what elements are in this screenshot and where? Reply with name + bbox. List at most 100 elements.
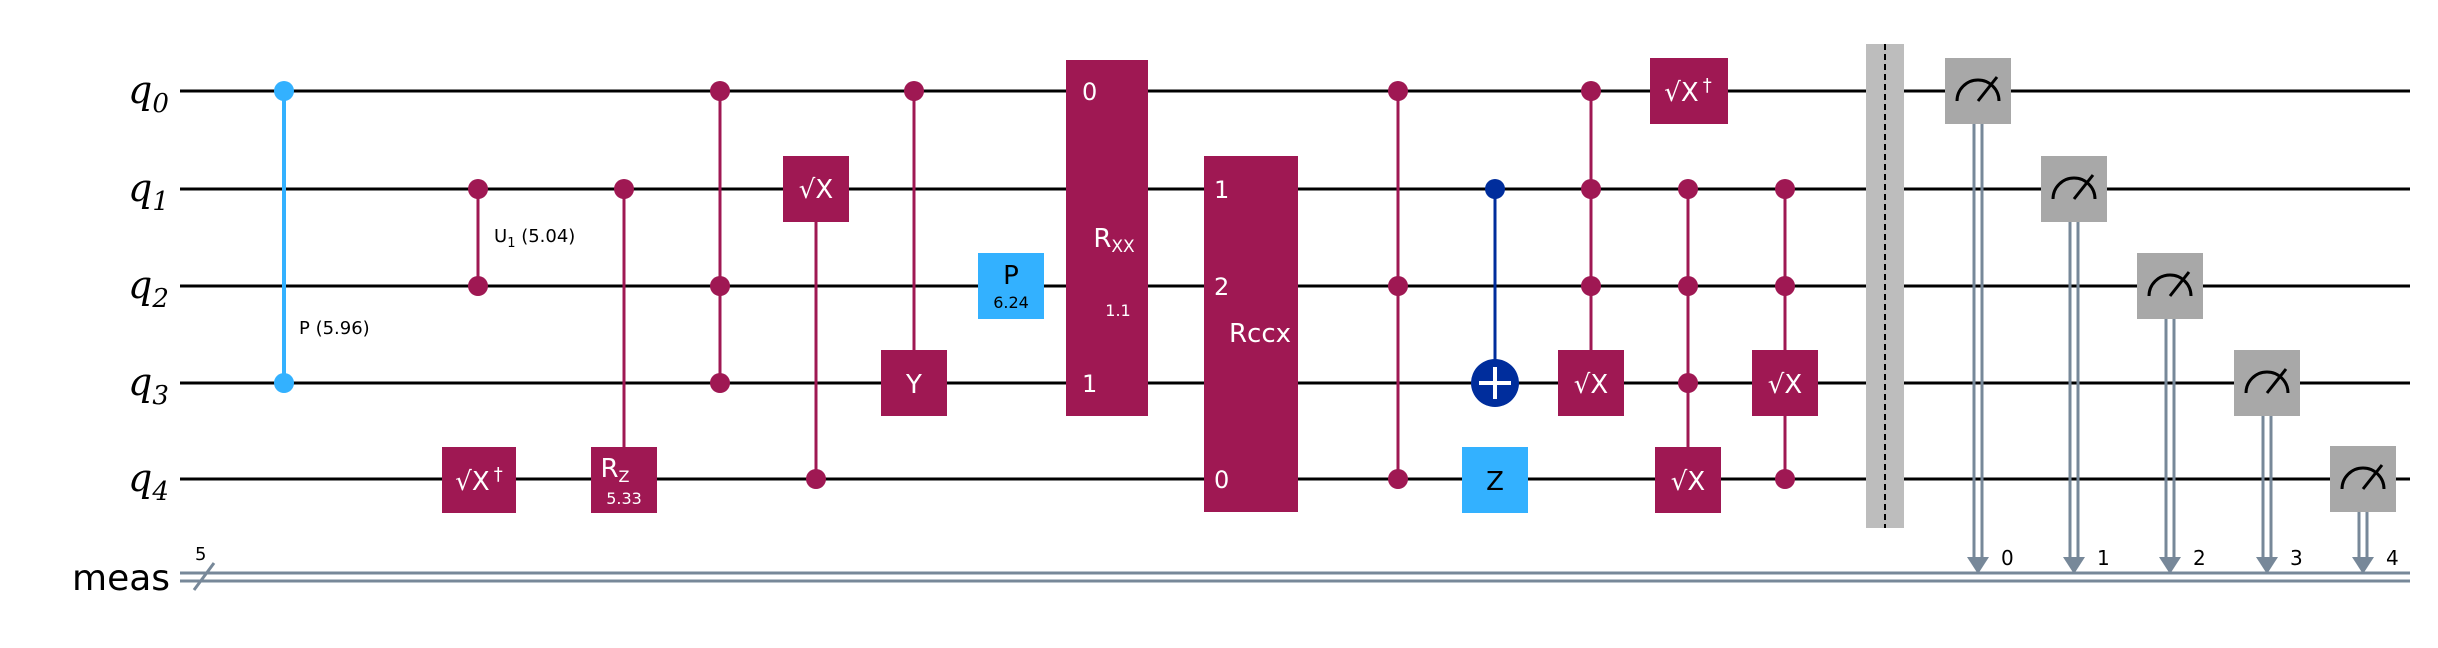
ccz1-control-q2	[710, 276, 730, 296]
ccz2-control-q4	[1388, 469, 1408, 489]
c3sx2-control-q2	[1678, 276, 1698, 296]
measure-arrow-3	[2256, 557, 2278, 574]
ccz2-control-q0	[1388, 81, 1408, 101]
classical-register-size: 5	[195, 544, 206, 565]
cu1-gate: U1 (5.04)	[468, 179, 575, 296]
ccz1-control-q3	[710, 373, 730, 393]
rxx-param: 1.1	[1105, 301, 1130, 320]
sxdg-gate-q0: √X†	[1650, 58, 1728, 124]
ccz-gate-2	[1388, 81, 1408, 489]
cy-control-q0	[904, 81, 924, 101]
cu1-control-q2	[468, 276, 488, 296]
z-label: Z	[1486, 467, 1504, 497]
measure-meter-arc-3	[2244, 370, 2290, 394]
cu1-label: U1 (5.04)	[494, 226, 575, 251]
measure-meter-arc-1	[2051, 176, 2097, 200]
ccz-gate-1	[710, 81, 730, 393]
qubit-label-q0: q0	[128, 68, 169, 119]
z-gate-q4: Z	[1462, 447, 1528, 513]
measure-box-1	[2041, 156, 2107, 222]
c3sx3-control-q1	[1775, 179, 1795, 199]
p-gate-q2: P 6.24	[978, 253, 1044, 319]
c3sx2-box	[1655, 447, 1721, 513]
c3sx-gate-2: √X	[1655, 179, 1721, 513]
rxx-index-q0: 0	[1082, 78, 1097, 106]
rxx-box	[1066, 60, 1148, 416]
c3sx1-box	[1558, 350, 1624, 416]
rccx-index-q4: 0	[1214, 466, 1229, 494]
measure-meter-needle-0	[1976, 76, 1999, 102]
rxx-index-q3: 1	[1082, 370, 1097, 398]
cp-control-q3	[274, 373, 294, 393]
measure-bit-label-1: 1	[2097, 546, 2110, 570]
crz-param: 5.33	[606, 489, 642, 508]
rccx-index-q1: 1	[1214, 176, 1229, 204]
measure-bit-label-2: 2	[2193, 546, 2206, 570]
measurements: 0 1 2 3 4	[1945, 58, 2399, 574]
qubit-label-q3: q3	[128, 360, 169, 411]
measure-bit-label-0: 0	[2001, 546, 2014, 570]
measure-arrow-2	[2159, 557, 2181, 574]
qubit-label-q1: q1	[128, 166, 169, 217]
cp-label: P (5.96)	[299, 318, 370, 339]
c3sx3-box	[1752, 350, 1818, 416]
csx1-label: √X	[799, 175, 833, 205]
cp-gate: P (5.96)	[274, 81, 370, 393]
measure-box-2	[2137, 253, 2203, 319]
crz-label: RZ	[600, 454, 629, 486]
cy-box	[881, 350, 947, 416]
c3sx-gate-1: √X	[1558, 81, 1624, 416]
crz-box	[591, 447, 657, 513]
cx-gate	[1471, 179, 1519, 407]
classical-bundle-slash	[192, 562, 216, 591]
measure-meter-needle-2	[2168, 271, 2191, 297]
p-box	[978, 253, 1044, 319]
measure-meter-arc-2	[2147, 273, 2193, 297]
rxx-gate: 0 1 RXX 1.1	[1066, 60, 1148, 416]
measure-arrow-1	[2063, 557, 2085, 574]
csx1-control-q4	[806, 469, 826, 489]
ccz2-control-q2	[1388, 276, 1408, 296]
c3sx1-label: √X	[1574, 370, 1608, 400]
classical-register-label: meas	[72, 558, 170, 599]
cp-control-q0	[274, 81, 294, 101]
c3sx1-control-q1	[1581, 179, 1601, 199]
z-box	[1462, 447, 1528, 513]
measure-arrow-0	[1967, 557, 1989, 574]
measure-arrow-4	[2352, 557, 2374, 574]
measure-bit-label-4: 4	[2386, 546, 2399, 570]
cx-control-q1	[1485, 179, 1505, 199]
c3sx2-control-q3	[1678, 373, 1698, 393]
measure-meter-needle-4	[2361, 464, 2384, 490]
barrier	[1866, 44, 1904, 528]
measure-meter-needle-1	[2072, 174, 2095, 200]
measure-meter-arc-0	[1955, 78, 2001, 102]
measure-box-4	[2330, 446, 2396, 512]
classical-register: 5	[180, 544, 2410, 591]
cu1-control-q1	[468, 179, 488, 199]
c3sx1-control-q0	[1581, 81, 1601, 101]
p-label: P	[1003, 261, 1019, 291]
rccx-index-q2: 2	[1214, 273, 1229, 301]
cy-label: Y	[905, 370, 922, 400]
measure-bit-label-3: 3	[2290, 546, 2303, 570]
cy-gate: Y	[881, 81, 947, 416]
crz-control-q1	[614, 179, 634, 199]
sxdg-gate-q4: √X†	[442, 447, 516, 513]
measure-box-3	[2234, 350, 2300, 416]
c3sx-gate-3: √X	[1752, 179, 1818, 489]
c3sx3-control-q4	[1775, 469, 1795, 489]
measure-box-0	[1945, 58, 2011, 124]
qubit-label-q4: q4	[128, 456, 169, 507]
measure-meter-needle-3	[2265, 368, 2288, 394]
csx-gate-1: √X	[783, 156, 849, 489]
c3sx2-label: √X	[1671, 467, 1705, 497]
c3sx2-control-q1	[1678, 179, 1698, 199]
rxx-label: RXX	[1093, 224, 1135, 257]
qubit-labels: q0 q1 q2 q3 q4 meas	[72, 68, 170, 599]
c3sx3-control-q2	[1775, 276, 1795, 296]
csx1-box	[783, 156, 849, 222]
sxdg-box-q0	[1650, 58, 1728, 124]
crz-gate: RZ 5.33	[591, 179, 657, 513]
